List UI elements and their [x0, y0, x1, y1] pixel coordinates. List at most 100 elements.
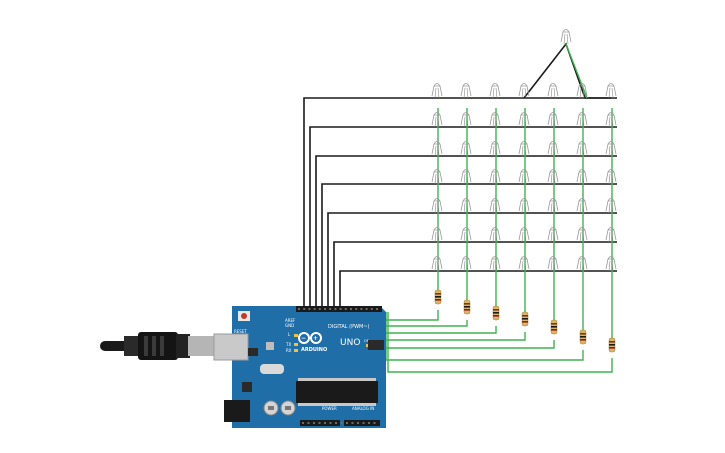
row-wire [325, 212, 617, 311]
led-leg [579, 87, 582, 99]
led-leg [463, 87, 466, 99]
led-outline [547, 229, 559, 241]
led-dome [520, 141, 528, 145]
led-outline [431, 85, 443, 97]
led-outline [431, 258, 443, 270]
led-leg [524, 87, 527, 99]
led-dome [491, 169, 499, 173]
led [431, 256, 443, 272]
led-dome [462, 227, 470, 231]
led [560, 29, 572, 45]
led-dome [607, 169, 615, 173]
led-dome [549, 112, 557, 116]
led-leg [563, 33, 566, 45]
led-dome [491, 227, 499, 231]
led [489, 83, 501, 99]
led-outline [605, 85, 617, 97]
crystal [260, 364, 284, 374]
led-outline [547, 143, 559, 155]
led-leg [521, 116, 524, 128]
led [489, 112, 501, 128]
led-dome [549, 198, 557, 202]
led-leg [492, 87, 495, 99]
led-leg [437, 145, 440, 157]
led-outline [518, 229, 530, 241]
led-leg [582, 87, 585, 99]
led-leg [608, 231, 611, 243]
led-leg [579, 202, 582, 214]
led-leg [521, 231, 524, 243]
row-wire [331, 241, 617, 311]
led-outline [576, 200, 588, 212]
led-leg [550, 173, 553, 185]
led [460, 256, 472, 272]
header-pin [308, 308, 311, 310]
reset-label: RESET [234, 329, 247, 334]
row-wire [319, 183, 617, 311]
led-leg [608, 202, 611, 214]
led-outline [460, 85, 472, 97]
led-leg [579, 260, 582, 272]
led-dome [433, 141, 441, 145]
led-outline [489, 200, 501, 212]
header-pin [302, 422, 304, 424]
led-dome [549, 169, 557, 173]
svg-text:−: − [301, 335, 306, 342]
header-pin [360, 308, 363, 310]
led-leg [550, 145, 553, 157]
led-leg [437, 116, 440, 128]
led-leg [495, 173, 498, 185]
column-wire [387, 312, 613, 373]
led-leg [524, 202, 527, 214]
led-leg [582, 116, 585, 128]
led [605, 256, 617, 272]
led [547, 256, 559, 272]
header-pin [362, 422, 365, 424]
led-leg [521, 145, 524, 157]
led-outline [605, 229, 617, 241]
header-pin [340, 422, 343, 424]
resistor [521, 311, 529, 327]
led [605, 83, 617, 99]
led-leg [608, 260, 611, 272]
led [489, 169, 501, 185]
led [431, 169, 443, 185]
led-outline [605, 114, 617, 126]
led [431, 198, 443, 214]
led-leg [437, 87, 440, 99]
led-dome [433, 169, 441, 173]
resistor [550, 319, 558, 335]
led-leg [582, 202, 585, 214]
led-dome [462, 141, 470, 145]
led-leg [611, 173, 614, 185]
led-leg [492, 145, 495, 157]
led [605, 198, 617, 214]
resistor-band [493, 309, 499, 311]
led [460, 112, 472, 128]
led [605, 227, 617, 243]
led-outline [576, 143, 588, 155]
led-dome [462, 112, 470, 116]
led-dome [520, 198, 528, 202]
led-leg [524, 173, 527, 185]
led-leg [437, 173, 440, 185]
led-leg [466, 173, 469, 185]
row-wire [301, 97, 617, 311]
led-outline [605, 143, 617, 155]
led-leg [553, 173, 556, 185]
column-wire [383, 312, 555, 349]
led [489, 227, 501, 243]
led-leg [492, 202, 495, 214]
atmega-chip [296, 381, 378, 403]
led-leg [553, 260, 556, 272]
led-leg [521, 202, 524, 214]
led-leg [434, 202, 437, 214]
led-outline [431, 229, 443, 241]
led-leg [582, 145, 585, 157]
row-wire [313, 155, 617, 311]
led-leg [579, 173, 582, 185]
resistor-band [435, 293, 441, 295]
led-leg [524, 145, 527, 157]
led-dome [433, 198, 441, 202]
